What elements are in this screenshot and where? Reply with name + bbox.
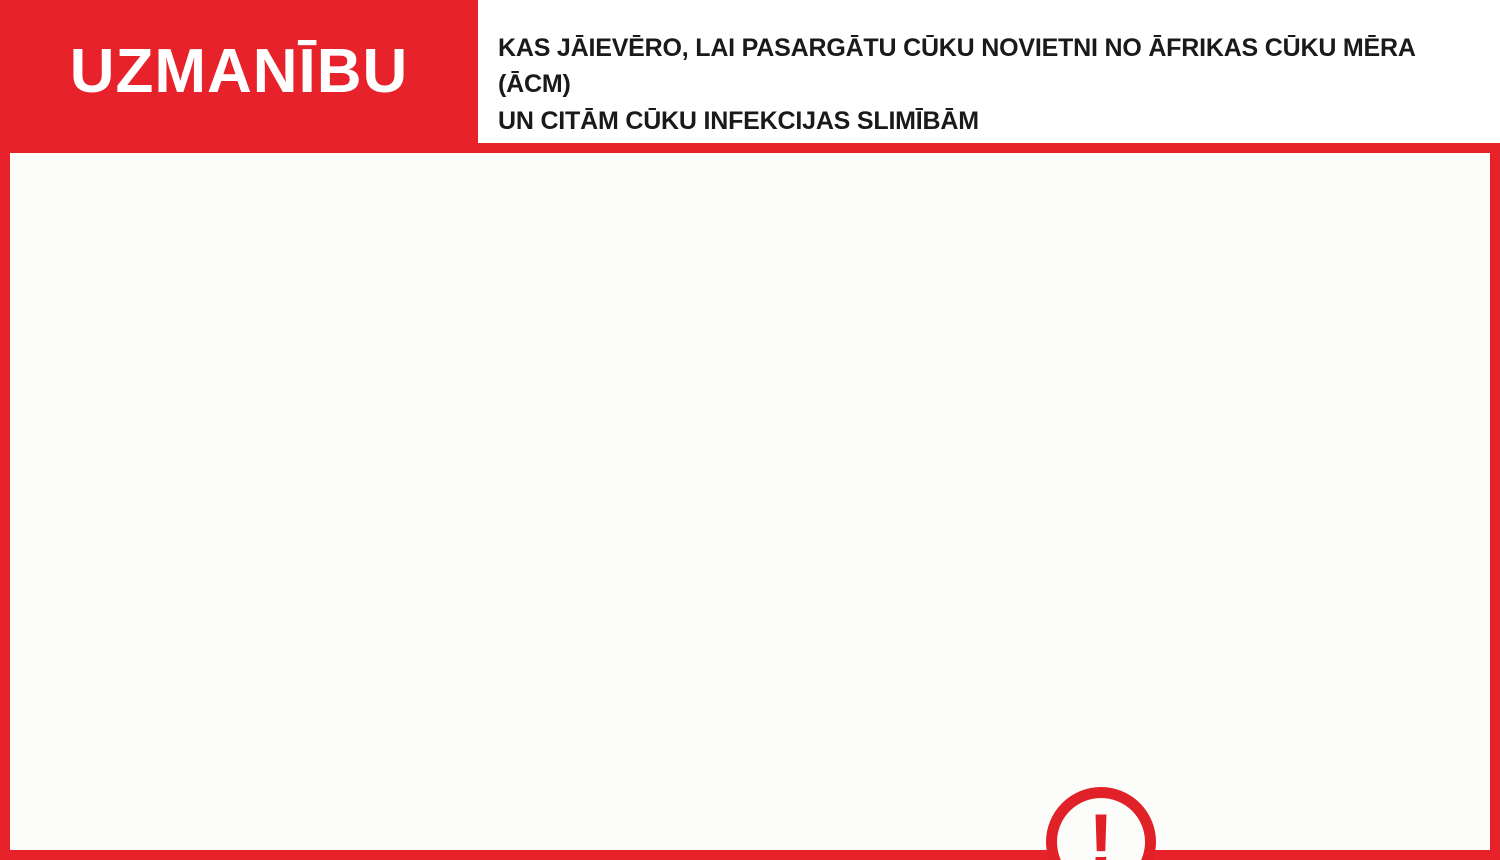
- card-warning-red-frame: [0, 143, 1500, 860]
- attention-badge-label: UZMANĪBU: [69, 36, 409, 106]
- page-title: KAS JĀIEVĒRO, LAI PASARGĀTU CŪKU NOVIETN…: [498, 30, 1483, 139]
- page-title-line1: KAS JĀIEVĒRO, LAI PASARGĀTU CŪKU NOVIETN…: [498, 34, 1415, 99]
- header: UZMANĪBU KAS JĀIEVĒRO, LAI PASARGĀTU CŪK…: [0, 0, 1500, 143]
- page-title-line2: UN CITĀM CŪKU INFEKCIJAS SLIMĪBĀM: [498, 106, 979, 135]
- scene: !!!: [0, 143, 1500, 860]
- exclamation-icon[interactable]: !: [1046, 787, 1156, 860]
- attention-badge: UZMANĪBU: [0, 0, 478, 143]
- exclamation-glyph: !: [1088, 798, 1114, 860]
